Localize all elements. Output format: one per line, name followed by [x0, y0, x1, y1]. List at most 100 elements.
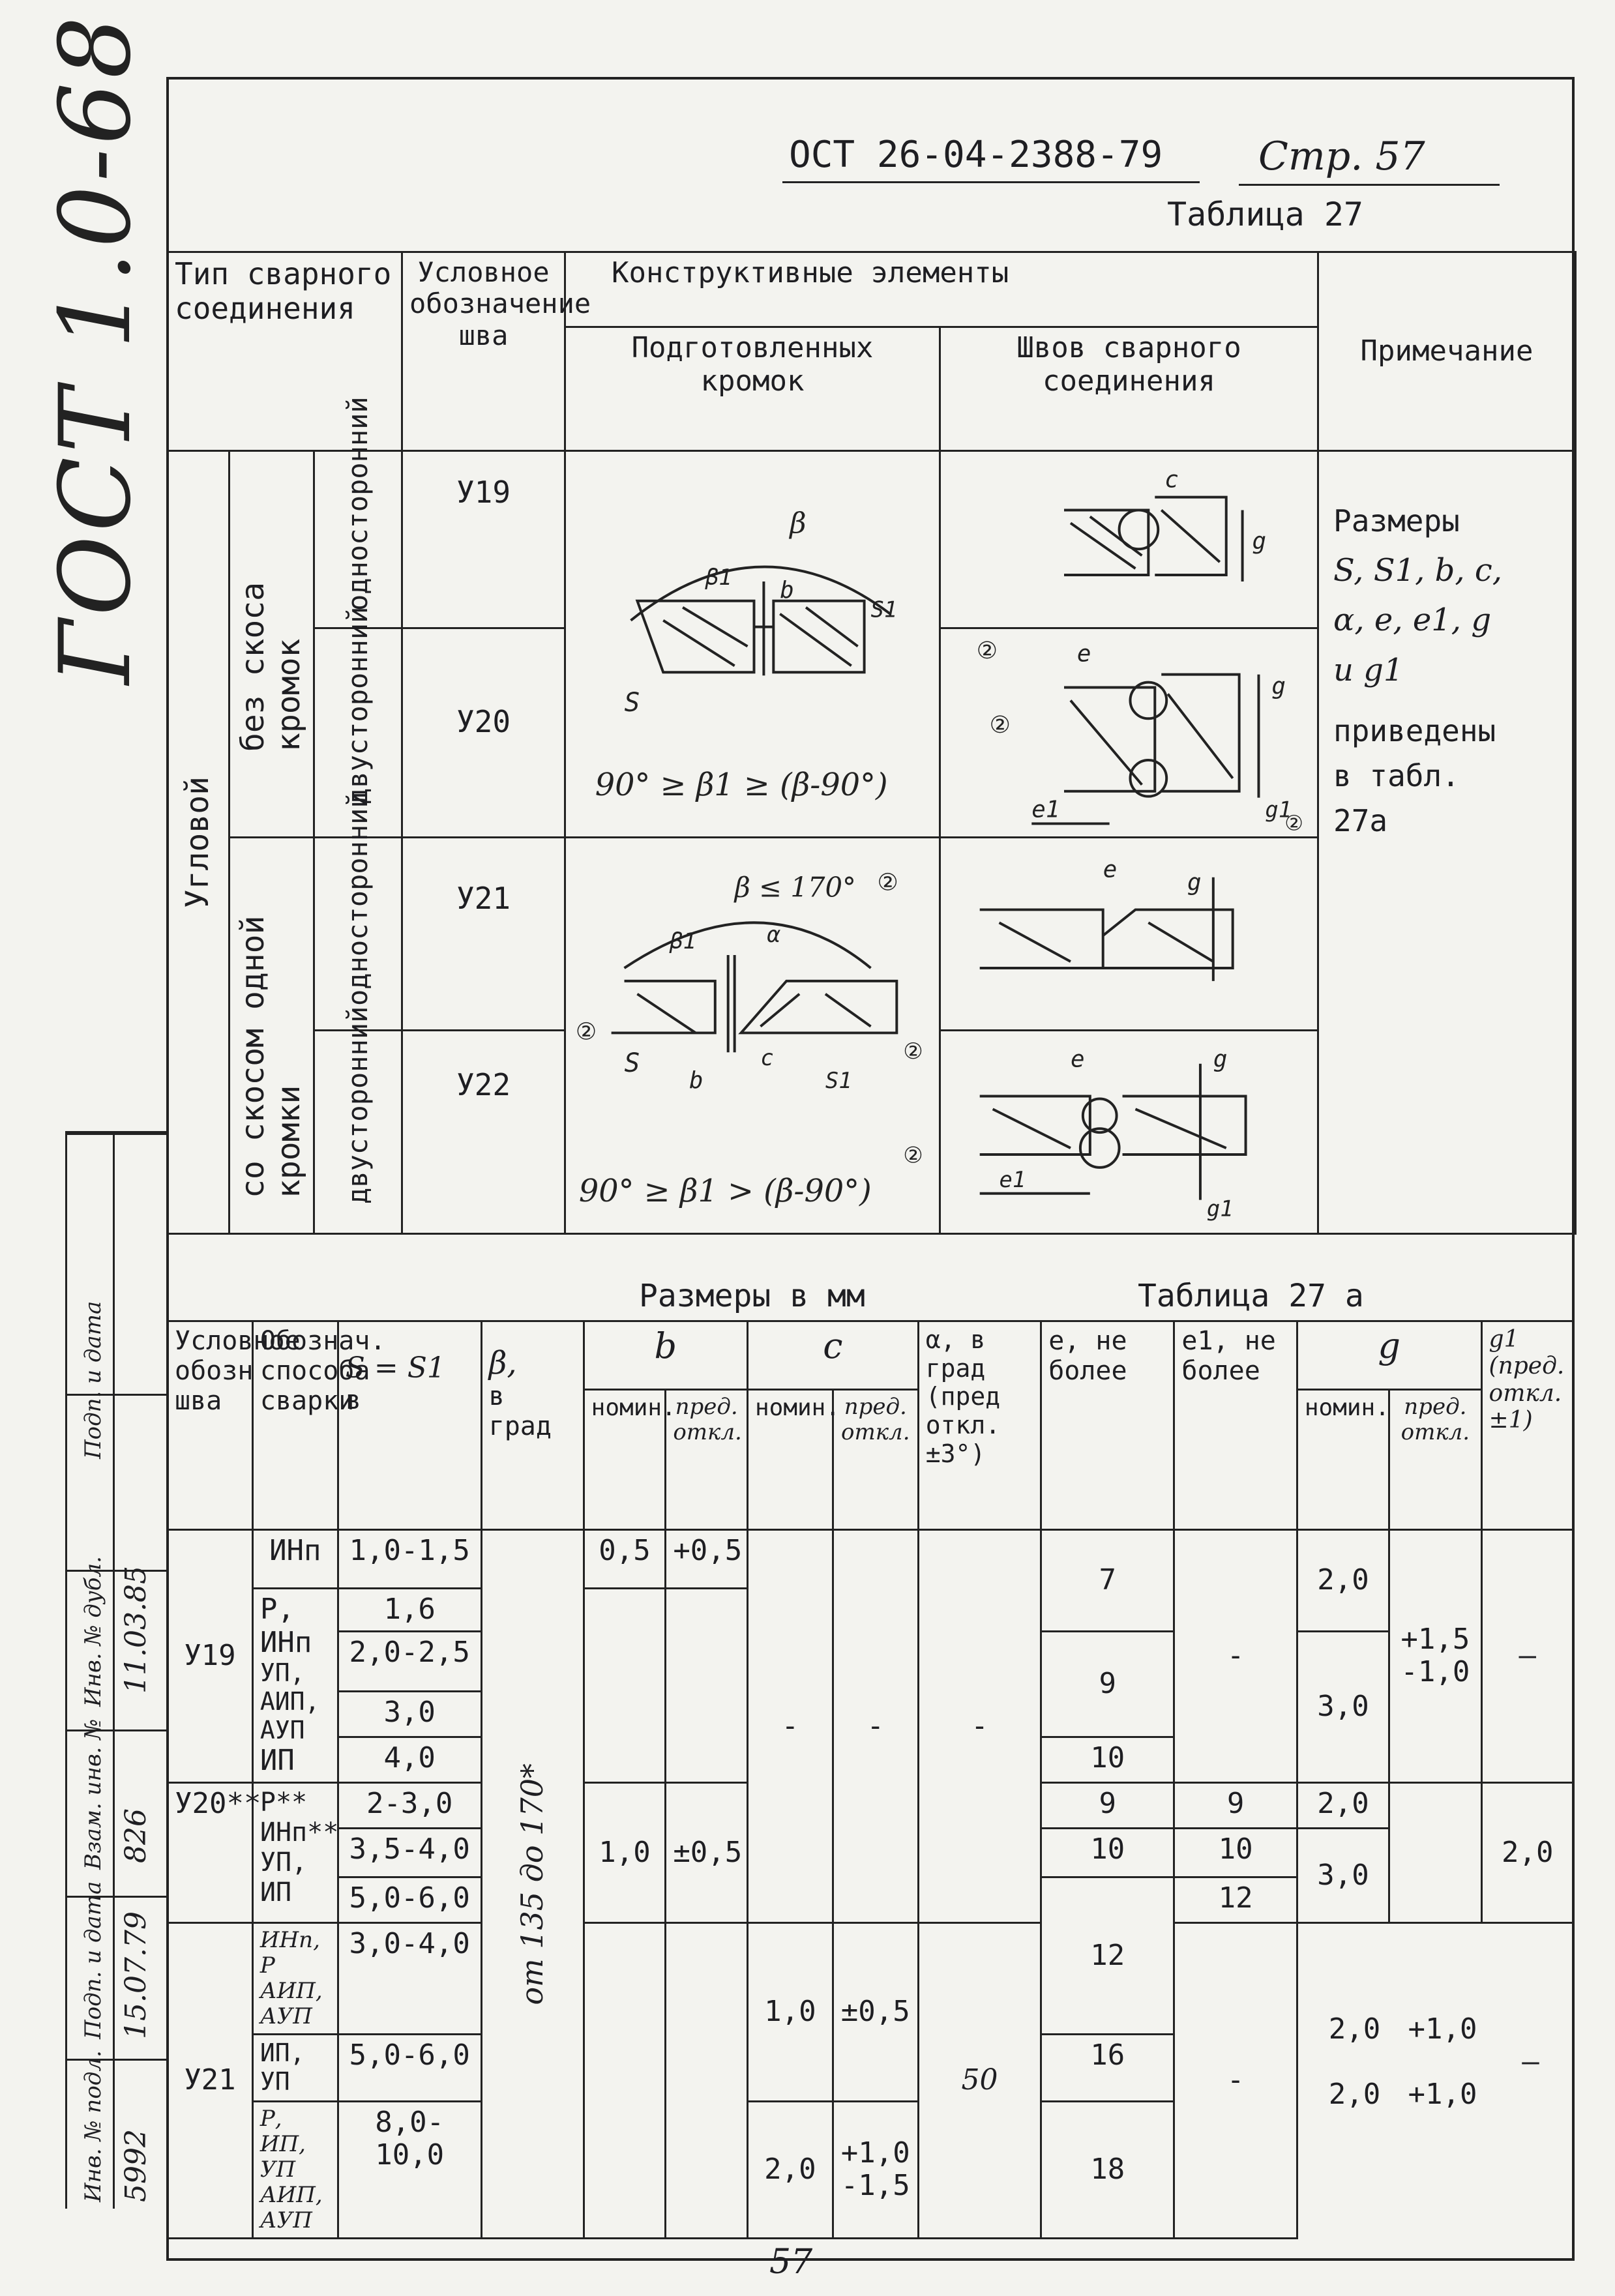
svg-text:②: ②	[903, 1142, 923, 1168]
svg-text:c: c	[1164, 467, 1179, 493]
cnom-r10: 2,0	[746, 2100, 834, 2240]
s-r5: 2-3,0	[336, 1781, 482, 1829]
head-welds: Швов сварного соединения	[939, 326, 1319, 452]
svg-text:②: ②	[990, 712, 1011, 739]
code-u20-27a: У20**	[166, 1781, 261, 1924]
sketch-weld-u19: c g	[939, 450, 1319, 629]
method-r0: ИНп	[251, 1529, 339, 1589]
method-r1: Р, ИНп УП, АИП, АУП ИП	[251, 1587, 339, 1784]
h-b: b	[582, 1320, 748, 1391]
h-e: e, не более	[1040, 1320, 1176, 1531]
h-beta: β, в град	[480, 1320, 585, 1531]
gnom-r6: 3,0	[1296, 1827, 1391, 1924]
with-bevel-label: со скосом одной кромки	[235, 915, 308, 1199]
g1-u19: —	[1480, 1529, 1575, 1784]
sketch-weld-u21: e g	[939, 836, 1319, 1032]
svg-text:e1: e1	[1031, 796, 1059, 823]
svg-text:c: c	[760, 1045, 773, 1070]
no-bevel-cell: без скоса кромок	[228, 450, 315, 838]
note-line-5: в табл.	[1333, 758, 1460, 793]
sketch-prep-with-bevel: β ≤ 170° ② β1 α ② S b c S1 ② 90° ≥ β1 > …	[564, 836, 941, 1235]
h-c-nom: номин.	[746, 1389, 840, 1531]
svg-text:β: β	[788, 507, 806, 540]
method-r10: Р, ИП, УП АИП, АУП	[251, 2100, 339, 2240]
h-e1: e1, не более	[1173, 1320, 1298, 1531]
h-g1: g1 (пред. откл. ±1)	[1480, 1320, 1575, 1531]
e-r2: 9	[1040, 1630, 1176, 1738]
code-u21: У21	[401, 836, 566, 1032]
head-note: Примечание	[1317, 251, 1577, 452]
code-u20: У20	[401, 626, 566, 838]
beta-range: от 135 до 170*	[514, 1763, 550, 2005]
weld-sketch-u19: c g	[1064, 467, 1266, 581]
s-r1: 1,6	[336, 1587, 482, 1632]
stamp-line-0	[67, 1133, 168, 1135]
formula-2: 90° ≥ β1 > (β-90°)	[579, 1173, 872, 1209]
gnom-r10: 2,0	[1328, 2077, 1381, 2111]
note-cell: Размеры S, S1, b, c, α, e, e1, g и g1 пр…	[1317, 450, 1577, 1235]
side-cell-4: двусторонний	[313, 1006, 403, 1235]
page-ref-underline	[1239, 184, 1500, 186]
side-cell-3: односторонний	[313, 791, 403, 1032]
svg-text:②: ②	[903, 1038, 923, 1064]
e-r4: 10	[1040, 1735, 1176, 1784]
h-g-dev: пред. откл.	[1388, 1389, 1483, 1531]
h-c-dev: пред. откл.	[831, 1389, 919, 1531]
h-g-nom: номин.	[1296, 1389, 1391, 1531]
gnom-u21: 2,0 2,0	[1311, 1996, 1399, 2127]
h-alpha: α, в град (пред откл. ±3°)	[917, 1320, 1043, 1531]
h-b-dev: пред. откл.	[664, 1389, 748, 1531]
alpha-u21: 50	[917, 1921, 1043, 2240]
stamp-block: Инв. № подл. Подп. и дата Взам. инв. № И…	[65, 1131, 168, 2209]
two-sided-label-2: двусторонний	[341, 1006, 374, 1204]
note-line-3: и g1	[1333, 652, 1404, 689]
bnom-u21-empty	[582, 1921, 667, 2240]
stamp-value-0: 5992	[119, 2129, 153, 2202]
s-r9: 5,0-6,0	[336, 2033, 482, 2102]
alpha-u19-u20: -	[917, 1529, 1043, 1924]
side-cell-1: односторонний	[313, 397, 403, 629]
note-line-6: 27а	[1333, 802, 1388, 838]
h-c: c	[746, 1320, 919, 1391]
table-27: Тип сварного соединения Условное обознач…	[166, 251, 1577, 1235]
g1-u20: 2,0	[1480, 1781, 1575, 1924]
h-designation: Условное обозн шва	[166, 1320, 301, 1531]
svg-text:g: g	[1187, 870, 1202, 896]
stamp-value-3: 11.03.85	[119, 1566, 153, 1694]
e1-r5: 9	[1173, 1781, 1298, 1829]
e-r10: 18	[1040, 2100, 1176, 2240]
note-line-4: приведены	[1333, 713, 1496, 748]
svg-text:b: b	[780, 577, 794, 604]
stamp-divider	[113, 1133, 115, 2209]
h-method: Обознач. способа сварки	[251, 1320, 386, 1531]
h-s: S = S1 в	[336, 1320, 482, 1531]
svg-text:e: e	[1071, 1046, 1085, 1073]
formula-1: 90° ≥ β1 ≥ (β-90°)	[595, 767, 888, 803]
beta-limit: β ≤ 170°	[733, 871, 856, 903]
beta-range-cell: от 135 до 170*	[480, 1528, 585, 2240]
s-r3: 3,0	[336, 1690, 482, 1738]
svg-text:e1: e1	[1000, 1167, 1026, 1192]
e-r8: 16	[1040, 2033, 1176, 2102]
side-cell-2: двусторонний	[313, 606, 403, 838]
head-designation: Условное обозначение шва	[401, 251, 591, 452]
code-u21-27a: У21	[166, 1921, 254, 2240]
svg-text:e: e	[1103, 857, 1118, 883]
s-r8: 3,0-4,0	[336, 1921, 482, 2036]
gdev-u21: +1,0 +1,0	[1399, 1996, 1487, 2127]
stamp-label-2: Взам. инв. №	[80, 1718, 106, 1870]
g1-u21-overlay: —	[1487, 1996, 1575, 2127]
table-27-title: Таблица 27	[1167, 196, 1364, 233]
stamp-label-0: Инв. № подл.	[80, 2050, 106, 2202]
weld-sketch-u21: e g	[979, 857, 1234, 981]
bnom-u19-empty	[582, 1587, 667, 1783]
stamp-line-3	[67, 1729, 168, 1731]
code-u19: У19	[401, 450, 566, 629]
head-type: Тип сварного соединения	[166, 251, 403, 452]
cdev-r8: ±0,5	[831, 1921, 919, 2102]
svg-text:S1: S1	[825, 1068, 852, 1093]
h-g: g	[1296, 1320, 1483, 1391]
weld-sketch-u20: ② ② e g e1 g1 ②	[977, 637, 1303, 835]
s-r6: 3,5-4,0	[336, 1827, 482, 1878]
svg-text:S1: S1	[871, 597, 898, 623]
